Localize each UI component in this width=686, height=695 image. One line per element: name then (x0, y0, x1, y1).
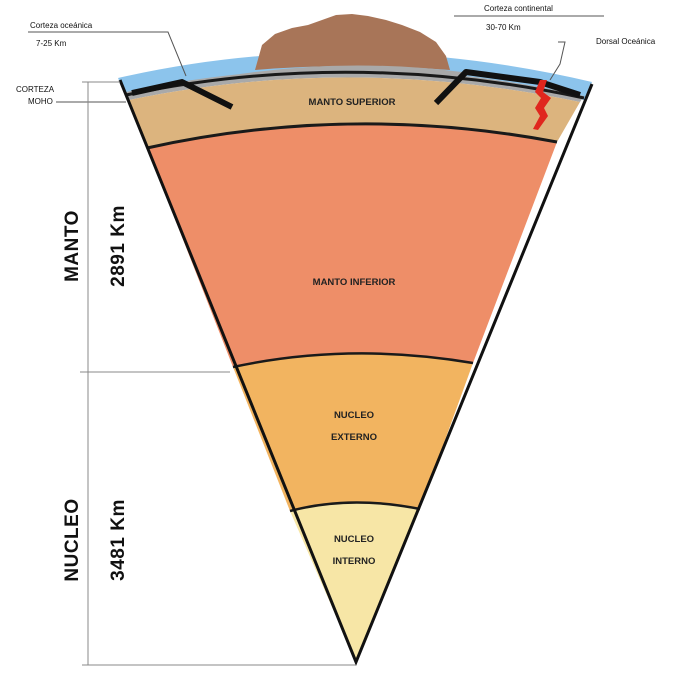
continental-crust-label: Corteza continental (484, 4, 553, 13)
moho-label: MOHO (28, 97, 53, 106)
inner-core-label-line2: INTERNO (333, 556, 376, 567)
oceanic-crust-thickness: 7-25 Km (36, 39, 67, 48)
manto-side-label: MANTO (62, 210, 83, 282)
manto-depth-label: 2891 Km (108, 205, 129, 287)
nucleo-depth-label: 3481 Km (108, 499, 129, 581)
outer-core-label-line2: EXTERNO (331, 432, 377, 443)
continent-mass (255, 14, 450, 70)
continental-crust-thickness: 30-70 Km (486, 23, 521, 32)
lower-mantle-layer (147, 124, 557, 367)
inner-core-label-line1: NUCLEO (334, 534, 374, 545)
oceanic-crust-label: Corteza oceánica (30, 21, 93, 30)
upper-mantle-label: MANTO SUPERIOR (309, 97, 396, 108)
outer-core-label-line1: NUCLEO (334, 410, 374, 421)
corteza-label: CORTEZA (16, 85, 55, 94)
oceanic-ridge-label: Dorsal Oceánica (596, 37, 656, 46)
inner-core-layer (290, 502, 420, 662)
lower-mantle-label: MANTO INFERIOR (313, 277, 396, 288)
nucleo-side-label: NUCLEO (62, 498, 83, 581)
